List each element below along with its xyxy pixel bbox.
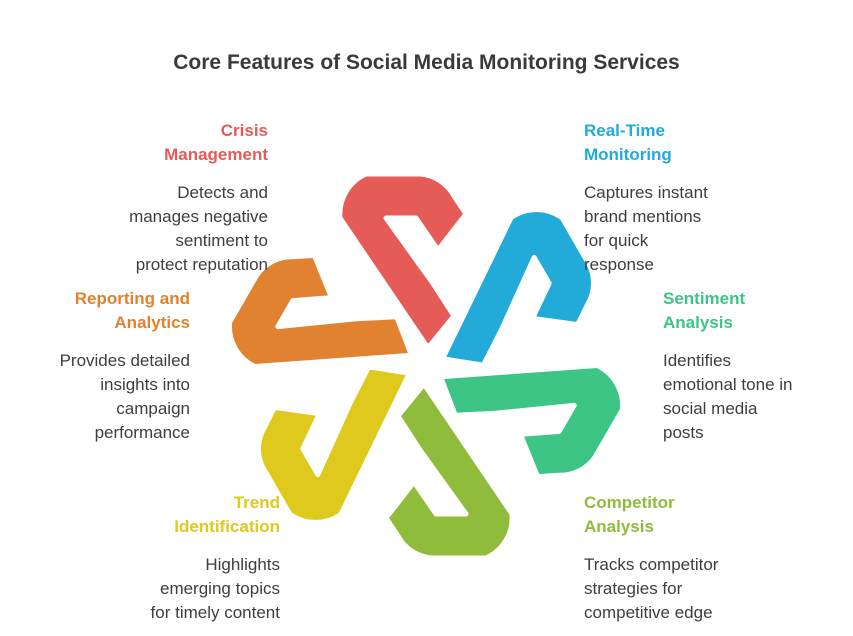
- feature-block-realtime: Real-Time Monitoring Captures instant br…: [584, 119, 834, 277]
- description-line: campaign: [116, 399, 190, 418]
- description-line: Provides detailed: [59, 351, 190, 370]
- description-line: sentiment to: [175, 231, 268, 250]
- feature-block-crisis: Crisis Management Detects and manages ne…: [18, 119, 268, 277]
- feature-description-crisis: Detects and manages negative sentiment t…: [18, 181, 268, 277]
- loop-sentiment: [438, 363, 626, 480]
- heading-line: Crisis: [220, 121, 268, 140]
- feature-description-competitor: Tracks competitor strategies for competi…: [584, 553, 834, 625]
- heading-line: Identification: [174, 517, 280, 536]
- description-line: emotional tone in: [663, 375, 793, 394]
- heading-line: Sentiment: [663, 289, 746, 308]
- description-line: strategies for: [584, 579, 683, 598]
- description-line: Identifies: [663, 351, 732, 370]
- description-line: emerging topics: [159, 579, 280, 598]
- description-line: for timely content: [150, 603, 280, 622]
- feature-description-realtime: Captures instant brand mentions for quic…: [584, 181, 834, 277]
- description-line: brand mentions: [584, 207, 702, 226]
- heading-line: Monitoring: [584, 145, 672, 164]
- heading-line: Competitor: [584, 493, 675, 512]
- feature-description-sentiment: Identifies emotional tone in social medi…: [663, 349, 848, 445]
- heading-line: Reporting and: [74, 289, 190, 308]
- feature-heading-reporting: Reporting and Analytics: [0, 287, 190, 335]
- description-line: competitive edge: [584, 603, 713, 622]
- description-line: insights into: [100, 375, 190, 394]
- feature-description-reporting: Provides detailed insights into campaign…: [0, 349, 190, 445]
- description-line: Captures instant: [584, 183, 708, 202]
- feature-block-competitor: Competitor Analysis Tracks competitor st…: [584, 491, 834, 625]
- heading-line: Analysis: [584, 517, 654, 536]
- feature-block-reporting: Reporting and Analytics Provides detaile…: [0, 287, 190, 445]
- description-line: manages negative: [129, 207, 268, 226]
- description-line: protect reputation: [135, 255, 268, 274]
- loop-crisis: [337, 171, 469, 351]
- description-line: for quick: [584, 231, 649, 250]
- loop-reporting: [226, 252, 414, 369]
- feature-heading-trend: Trend Identification: [30, 491, 280, 539]
- feature-heading-sentiment: Sentiment Analysis: [663, 287, 848, 335]
- description-line: Tracks competitor: [584, 555, 719, 574]
- heading-line: Management: [164, 145, 268, 164]
- feature-block-trend: Trend Identification Highlights emerging…: [30, 491, 280, 625]
- feature-description-trend: Highlights emerging topics for timely co…: [30, 553, 280, 625]
- heading-line: Analytics: [114, 313, 190, 332]
- description-line: response: [584, 255, 654, 274]
- loop-trend: [256, 364, 412, 525]
- description-line: Detects and: [177, 183, 268, 202]
- feature-heading-competitor: Competitor Analysis: [584, 491, 834, 539]
- loop-realtime: [440, 207, 596, 368]
- description-line: performance: [94, 423, 190, 442]
- description-line: Highlights: [205, 555, 280, 574]
- feature-block-sentiment: Sentiment Analysis Identifies emotional …: [663, 287, 848, 445]
- feature-heading-realtime: Real-Time Monitoring: [584, 119, 834, 167]
- loop-competitor: [383, 381, 515, 561]
- heading-line: Real-Time: [584, 121, 665, 140]
- page-title: Core Features of Social Media Monitoring…: [173, 51, 680, 74]
- feature-heading-crisis: Crisis Management: [18, 119, 268, 167]
- description-line: social media: [663, 399, 758, 418]
- heading-line: Analysis: [663, 313, 733, 332]
- heading-line: Trend: [233, 493, 280, 512]
- description-line: posts: [663, 423, 704, 442]
